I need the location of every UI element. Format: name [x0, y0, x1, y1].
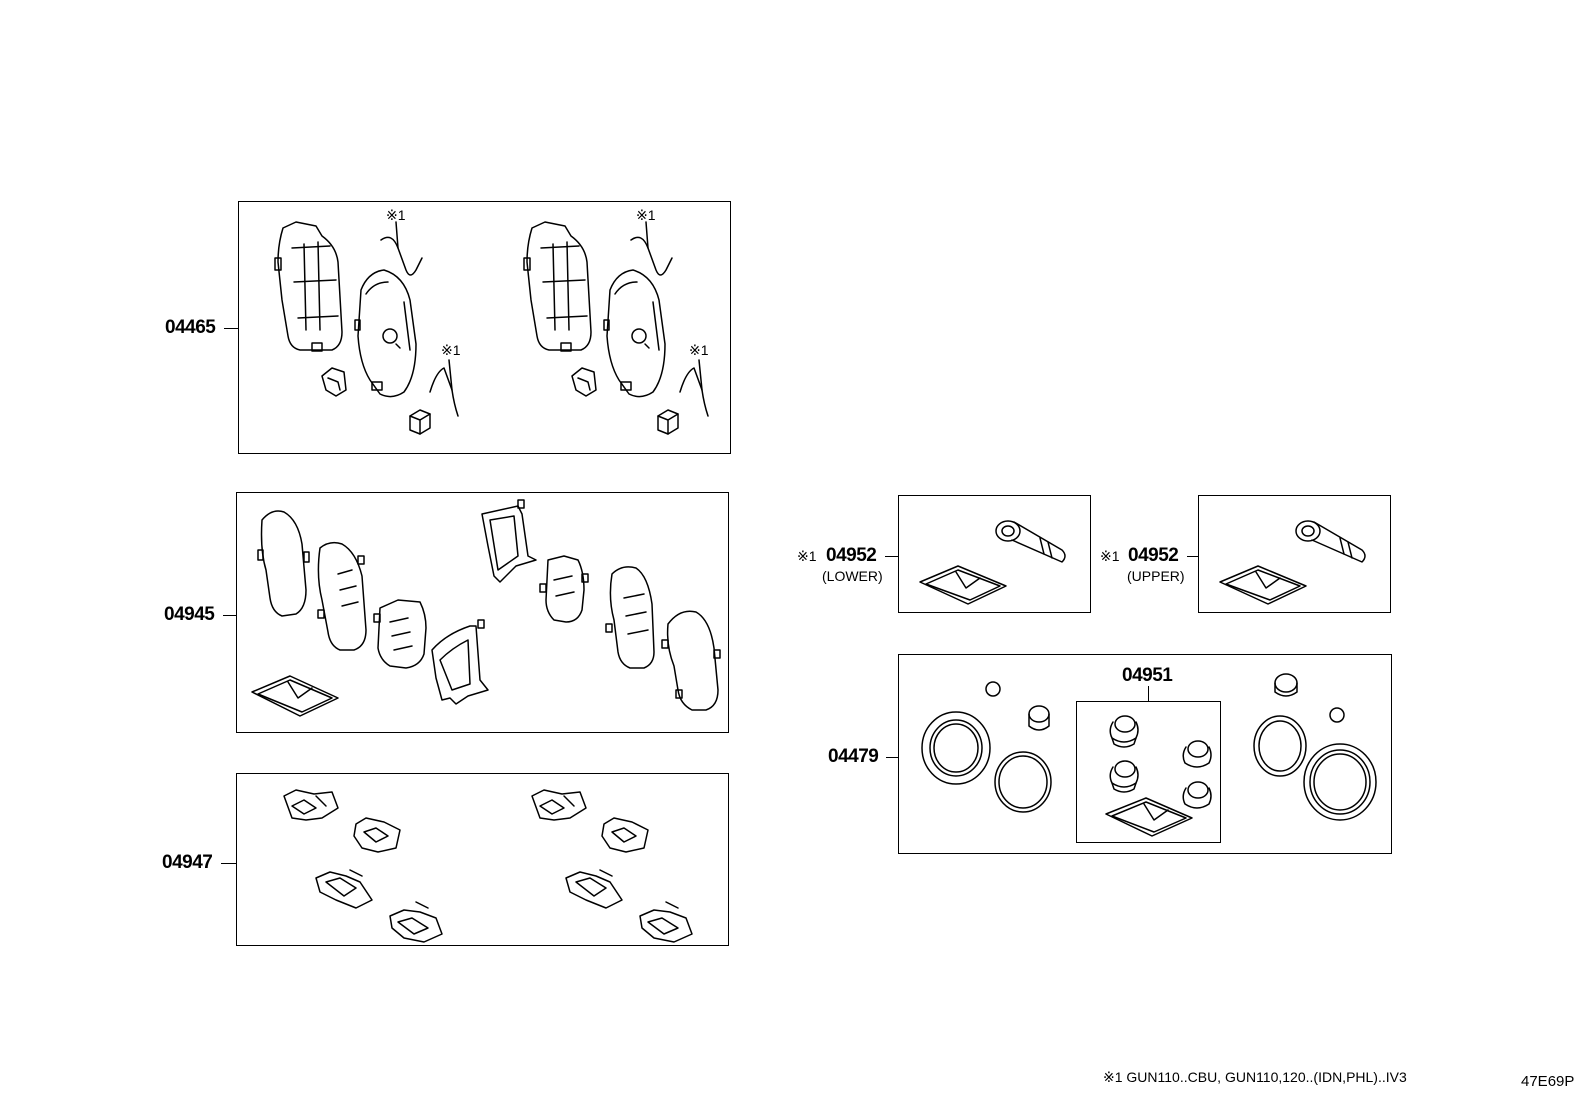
grease-packet-boot-kit[interactable]	[1105, 797, 1193, 837]
leader-04951	[1148, 686, 1149, 701]
caliper-kit-frame	[898, 654, 1392, 854]
piston-seal-right[interactable]	[1303, 743, 1377, 821]
brake-pad-inner-left[interactable]	[274, 221, 343, 352]
position-label-upper: (UPPER)	[1127, 568, 1185, 584]
pad-support-plate-2[interactable]	[353, 817, 401, 853]
leader-04465	[224, 328, 238, 329]
slide-pin-bolt-lower[interactable]	[995, 520, 1066, 563]
small-boot-left[interactable]	[985, 681, 1001, 697]
slide-pin-lower-frame	[898, 495, 1091, 613]
piston-seal-left[interactable]	[921, 711, 991, 785]
pad-support-plate-1[interactable]	[283, 789, 339, 821]
anti-squeal-shim-1[interactable]	[257, 510, 310, 617]
part-number-04479[interactable]: 04479	[828, 746, 879, 767]
part-number-04945[interactable]: 04945	[164, 604, 215, 625]
pad-support-plate-7[interactable]	[565, 869, 623, 909]
leader-04945	[223, 615, 236, 616]
leader-04952-lower	[885, 556, 898, 557]
brake-pad-inner-right[interactable]	[523, 221, 592, 352]
anti-squeal-shim-5[interactable]	[605, 566, 655, 669]
part-number-04952-lower[interactable]: 04952	[826, 545, 877, 566]
grease-packet-lower[interactable]	[919, 565, 1007, 605]
dust-boot-3[interactable]	[1109, 760, 1139, 793]
anti-squeal-shim-4[interactable]	[539, 555, 589, 623]
note-mark-clip-3: ※1	[636, 207, 656, 223]
brake-pad-outer-right[interactable]	[603, 269, 666, 398]
pad-support-plate-8[interactable]	[639, 901, 693, 943]
grease-packet-upper[interactable]	[1219, 565, 1307, 605]
note-mark-clip-2: ※1	[441, 342, 461, 358]
illustration-code: 47E69P	[1521, 1073, 1575, 1090]
note-mark-clip-4: ※1	[689, 342, 709, 358]
anti-squeal-shim-small-2[interactable]	[571, 367, 597, 397]
part-number-04952-upper[interactable]: 04952	[1128, 545, 1179, 566]
dust-boot-2[interactable]	[1182, 740, 1212, 768]
pad-support-bushing-2[interactable]	[657, 409, 679, 435]
part-number-04465[interactable]: 04465	[165, 317, 216, 338]
pad-support-plate-5[interactable]	[531, 789, 587, 821]
anti-squeal-shim-6[interactable]	[661, 610, 721, 711]
cylinder-boot-left[interactable]	[1028, 705, 1050, 731]
cylinder-boot-right[interactable]	[1274, 673, 1298, 697]
slide-pin-upper-frame	[1198, 495, 1391, 613]
fitting-kit-frame	[236, 773, 729, 946]
leader-04479	[886, 757, 898, 758]
grease-packet-1[interactable]	[251, 675, 339, 717]
pad-support-bushing-1[interactable]	[409, 409, 431, 435]
pad-kit-frame	[238, 201, 731, 454]
wear-indicator-clip-4[interactable]	[679, 359, 709, 417]
shim-plate-frame-1[interactable]	[431, 619, 489, 705]
piston-ring-right[interactable]	[1253, 715, 1307, 777]
part-number-04947[interactable]: 04947	[162, 852, 213, 873]
piston-ring-left[interactable]	[994, 751, 1052, 813]
small-boot-right[interactable]	[1329, 707, 1345, 723]
pad-support-plate-6[interactable]	[601, 817, 649, 853]
part-number-04951[interactable]: 04951	[1122, 665, 1173, 686]
brake-pad-outer-left[interactable]	[354, 269, 417, 398]
anti-squeal-shim-3[interactable]	[373, 599, 427, 669]
note-mark-clip-1: ※1	[386, 207, 406, 223]
wear-indicator-clip-1[interactable]	[380, 221, 423, 276]
wear-indicator-clip-3[interactable]	[630, 221, 673, 276]
shim-plate-frame-2[interactable]	[481, 499, 537, 583]
slide-pin-bolt-upper[interactable]	[1295, 520, 1366, 563]
pad-support-plate-3[interactable]	[315, 869, 373, 909]
leader-04952-upper	[1187, 556, 1198, 557]
anti-squeal-shim-small-1[interactable]	[321, 367, 347, 397]
boot-kit-frame	[1076, 701, 1221, 843]
leader-04947	[221, 863, 236, 864]
dust-boot-1[interactable]	[1109, 715, 1139, 748]
anti-squeal-shim-2[interactable]	[317, 541, 367, 651]
dust-boot-4[interactable]	[1182, 781, 1212, 809]
position-label-lower: (LOWER)	[822, 568, 883, 584]
note-mark-lower: ※1	[797, 548, 817, 564]
wear-indicator-clip-2[interactable]	[429, 359, 459, 417]
shim-kit-frame	[236, 492, 729, 733]
note-mark-upper: ※1	[1100, 548, 1120, 564]
footnote-text: ※1 GUN110..CBU, GUN110,120..(IDN,PHL)..I…	[1103, 1069, 1407, 1085]
pad-support-plate-4[interactable]	[389, 901, 443, 943]
